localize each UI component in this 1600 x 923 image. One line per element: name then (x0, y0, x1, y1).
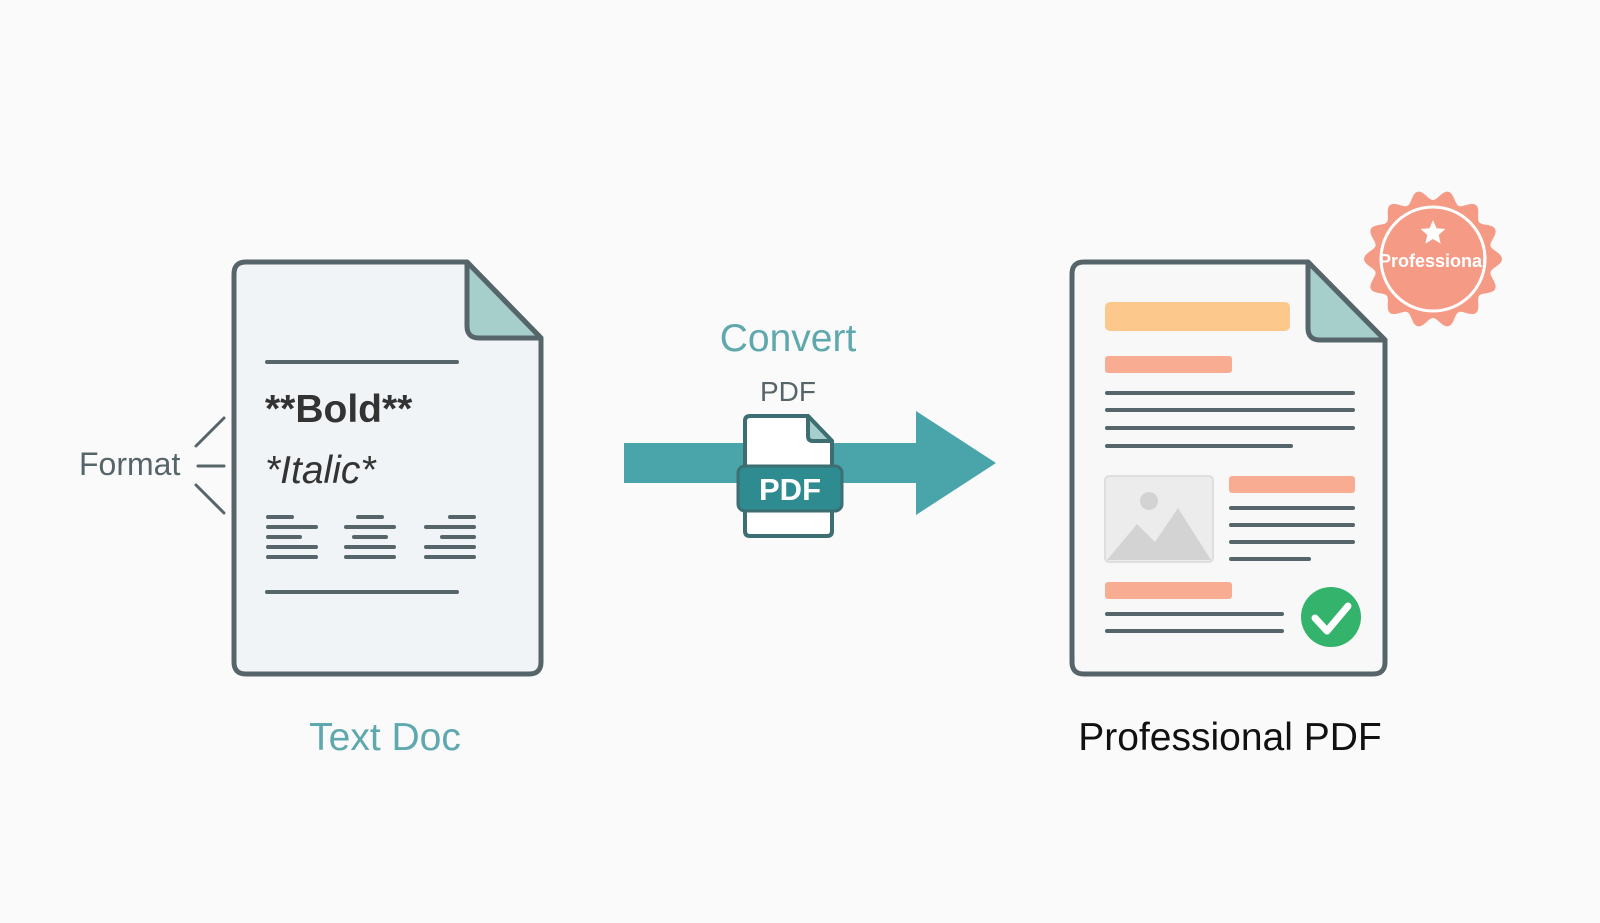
pdf-footer-lines (1105, 612, 1284, 633)
pdf-side-heading-bar (1229, 476, 1355, 493)
professional-pdf-caption: Professional PDF (1078, 716, 1382, 759)
image-icon (1104, 475, 1214, 563)
star-icon (1420, 220, 1446, 244)
text-document: **Bold** *Italic* (231, 259, 544, 677)
pdf-badge-text: PDF (759, 472, 821, 507)
pdf-paragraph-lines (1105, 391, 1355, 448)
convert-label: Convert (720, 317, 857, 360)
format-bracket-lines (194, 416, 226, 515)
text-doc-caption: Text Doc (309, 716, 461, 759)
seal-inner-ring (1379, 205, 1487, 313)
italic-markdown-text: *Italic* (265, 449, 377, 492)
pdf-badge (736, 464, 844, 513)
format-label: Format (79, 446, 180, 482)
pdf-file-icon: PDF (736, 414, 844, 538)
professional-seal: Professional (1364, 191, 1502, 327)
pdf-document-fold (1305, 259, 1388, 343)
professional-pdf-document (1069, 259, 1388, 677)
align-center-icon (344, 515, 396, 559)
pdf-file-fold (806, 414, 834, 443)
format-callout: Format (79, 416, 226, 515)
pdf-label-above: PDF (760, 376, 816, 407)
bold-markdown-text: **Bold** (265, 388, 413, 431)
pdf-side-lines (1229, 506, 1355, 561)
text-document-page (231, 259, 544, 677)
arrow-head (916, 411, 996, 515)
seal-badge (1364, 191, 1502, 327)
pdf-heading-bar (1105, 302, 1290, 331)
align-right-icon (424, 515, 476, 559)
align-left-icon (266, 515, 318, 559)
text-document-fold (464, 259, 544, 341)
checkmark-icon (1301, 587, 1361, 647)
seal-text: Professional (1379, 251, 1487, 271)
pdf-subheading-bar (1105, 356, 1232, 373)
pdf-footer-heading-bar (1105, 582, 1232, 599)
